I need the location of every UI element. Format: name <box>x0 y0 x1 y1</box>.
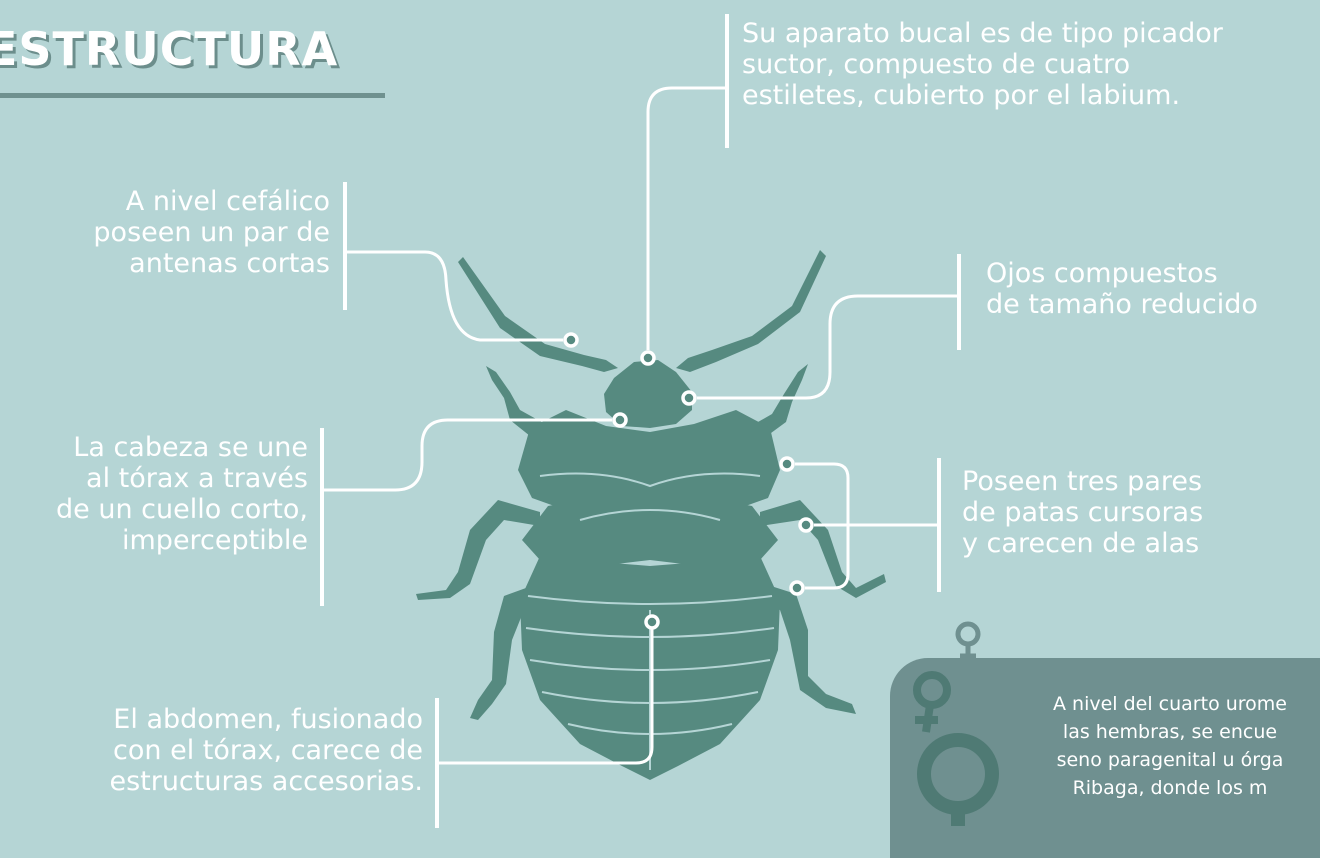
label-line: estructuras accesorias. <box>109 766 423 797</box>
page-title: ESTRUCTURA <box>0 22 339 76</box>
female-symbols <box>913 621 999 826</box>
left-mid-leg <box>416 500 540 600</box>
label-line: con el tórax, carece de <box>113 735 423 766</box>
label-eyes: Ojos compuestos de tamaño reducido <box>986 258 1258 320</box>
label-line: de tamaño reducido <box>986 289 1258 320</box>
label-line: imperceptible <box>122 525 308 556</box>
connector-eyes <box>697 294 958 400</box>
label-line: A nivel cefálico <box>125 186 330 217</box>
label-line: al tórax a través <box>86 463 308 494</box>
right-antenna <box>676 250 826 372</box>
right-mid-leg <box>760 500 886 598</box>
bug-wing-pads <box>522 488 778 566</box>
left-hind-leg <box>470 580 552 720</box>
label-line: Ojos compuestos <box>986 258 1218 289</box>
connector-legs <box>795 462 938 590</box>
female-symbol-icon <box>917 733 999 826</box>
dot-mouthparts <box>640 350 656 366</box>
connector-dots <box>563 332 814 630</box>
right-hind-leg <box>750 580 856 714</box>
connector-neck <box>322 418 612 492</box>
label-line: poseen un par de <box>93 217 330 248</box>
female-symbol-icon <box>913 671 951 733</box>
bar-antennae <box>343 182 347 310</box>
label-legs: Poseen tres pares de patas cursoras y ca… <box>962 466 1203 559</box>
label-mouthparts: Su aparato bucal es de tipo picador suct… <box>742 18 1223 111</box>
bed-bug-diagram <box>322 86 958 780</box>
female-symbol-icon <box>955 621 981 668</box>
abdomen-segment-lines <box>525 472 775 770</box>
connector-lines <box>322 86 958 765</box>
connector-antennae <box>345 250 563 342</box>
connector-abdomen <box>437 628 654 765</box>
dot-leg-front <box>779 456 795 472</box>
label-line: Su aparato bucal es de tipo picador <box>742 18 1223 49</box>
label-abdomen: El abdomen, fusionado con el tórax, care… <box>109 704 423 797</box>
info-line: las hembras, se encue <box>1062 721 1278 743</box>
info-line: seno paragenital u órga <box>1056 749 1284 771</box>
info-line: A nivel del cuarto urome <box>1053 693 1287 715</box>
label-line: Poseen tres pares <box>962 466 1203 497</box>
bar-mouthparts <box>725 14 729 148</box>
bug-thorax <box>518 410 780 508</box>
bar-abdomen <box>435 698 439 828</box>
label-antennae: A nivel cefálico poseen un par de antena… <box>93 186 330 279</box>
left-antenna <box>458 257 618 372</box>
label-line: El abdomen, fusionado <box>113 704 423 735</box>
label-line: y carecen de alas <box>962 528 1200 559</box>
info-box-text: A nivel del cuarto urome las hembras, se… <box>990 690 1320 802</box>
dot-abdomen <box>644 614 660 630</box>
label-neck: La cabeza se une al tórax a través de un… <box>56 432 308 556</box>
dot-antennae <box>563 332 579 348</box>
connector-mouthparts <box>646 86 727 350</box>
bug-head <box>604 360 692 428</box>
title-underline <box>0 93 385 98</box>
bar-legs <box>937 458 941 592</box>
label-line: de un cuello corto, <box>56 494 308 525</box>
label-line: antenas cortas <box>129 248 330 279</box>
dot-eyes <box>681 390 697 406</box>
label-line: de patas cursoras <box>962 497 1204 528</box>
label-line: suctor, compuesto de cuatro <box>742 49 1131 80</box>
label-line: La cabeza se une <box>73 432 308 463</box>
bar-neck <box>320 428 324 606</box>
dot-leg-hind <box>789 580 805 596</box>
label-line: estiletes, cubierto por el labium. <box>742 80 1181 111</box>
info-line: Ribaga, donde los m <box>1072 777 1268 799</box>
dot-leg-mid <box>798 517 814 533</box>
bar-eyes <box>957 254 961 350</box>
dot-neck <box>612 412 628 428</box>
